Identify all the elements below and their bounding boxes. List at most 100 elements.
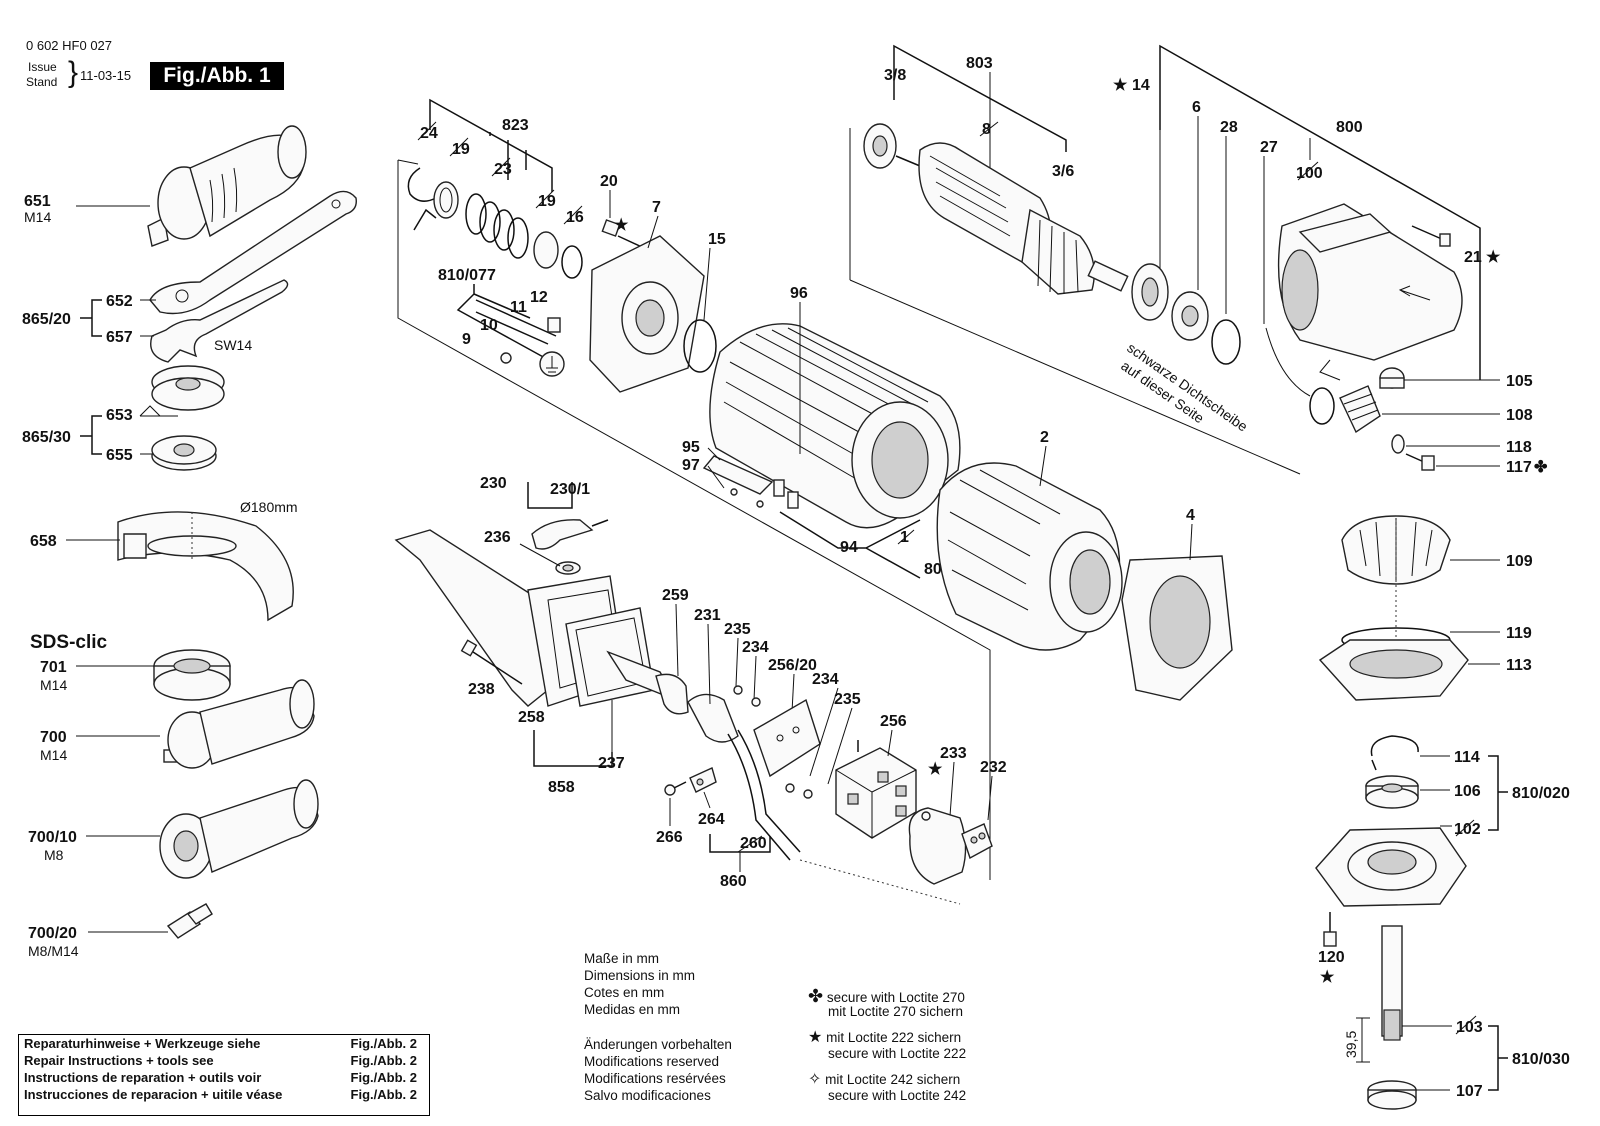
washer-118	[1391, 434, 1405, 454]
label-96: 96	[790, 285, 808, 302]
bracket-94-801	[779, 511, 921, 579]
repair-instructions-box: Reparaturhinweise + Werkzeuge siehe Fig.…	[18, 1034, 430, 1116]
cable-259	[606, 650, 689, 715]
screw-21	[1411, 225, 1451, 247]
leader-236	[519, 543, 561, 567]
label-21: 21	[1464, 249, 1482, 266]
label-858: 858	[548, 779, 575, 796]
label-103: 103	[1456, 1019, 1483, 1036]
club-117: ✤	[1534, 459, 1548, 476]
repair-row: Repair Instructions + tools see Fig./Abb…	[24, 1052, 429, 1069]
label-12: 12	[530, 289, 548, 306]
repair-ref: Fig./Abb. 2	[350, 1036, 417, 1051]
armature-shaft	[895, 142, 1129, 295]
bearing-3-8	[863, 123, 897, 169]
legend-270-2: mit Loctite 270 sichern	[828, 1004, 964, 1019]
label-860: 860	[720, 873, 747, 890]
repair-text: Instructions de reparation + outils voir	[24, 1070, 262, 1085]
vibration-handle-700	[163, 679, 315, 769]
star-21: ★	[1486, 249, 1501, 266]
label-113: 113	[1506, 657, 1532, 674]
cross-8	[979, 121, 999, 137]
leader-2	[1039, 445, 1047, 487]
label-11: 11	[510, 299, 527, 316]
bracket-810-030	[1488, 1025, 1508, 1091]
label-95: 95	[682, 439, 700, 456]
label-10: 10	[480, 317, 498, 334]
label-102: 102	[1454, 821, 1481, 838]
flange-7	[589, 235, 705, 393]
label-107: 107	[1456, 1083, 1483, 1100]
label-810-030: 810/030	[1512, 1051, 1570, 1068]
clamping-nut-653	[151, 365, 225, 411]
gear-housing-800	[1277, 203, 1463, 361]
label-700-10-thread: M8	[44, 847, 64, 863]
label-700-20: 700/20	[28, 925, 77, 942]
chg-line-3: Modifications resérvées	[584, 1071, 726, 1086]
dim-39-5	[1356, 1017, 1370, 1063]
label-39-5: 39,5	[1343, 1031, 1359, 1058]
star-233: ★	[928, 761, 943, 778]
clamp-232	[961, 823, 993, 860]
bearing-105	[1379, 367, 1405, 389]
screw-235b	[785, 783, 813, 799]
label-diameter: Ø180mm	[240, 499, 298, 515]
screw-238	[460, 639, 523, 685]
bracket-865-30	[80, 415, 102, 455]
label-810-077: 810/077	[438, 267, 496, 284]
repair-row: Instrucciones de reparacion + uitile véa…	[24, 1086, 429, 1103]
leader-15	[703, 247, 711, 321]
label-651: 651	[24, 193, 51, 210]
label-823: 823	[502, 117, 529, 134]
bracket-810-077	[456, 284, 557, 365]
label-260: 260	[740, 835, 767, 852]
label-2: 2	[1040, 429, 1049, 446]
leader-232	[987, 775, 993, 821]
label-16: 16	[566, 209, 584, 226]
legend-270-1: secure with Loctite 270	[826, 990, 965, 1005]
label-108: 108	[1506, 407, 1533, 424]
label-120: 120	[1318, 949, 1345, 966]
spindle-103	[1381, 925, 1403, 1041]
repair-ref: Fig./Abb. 2	[350, 1053, 417, 1068]
washer-19	[433, 181, 459, 219]
label-651-thread: M14	[24, 209, 51, 225]
label-800: 800	[1336, 119, 1363, 136]
wrench-657	[150, 279, 289, 363]
repair-row: Instructions de reparation + outils voir…	[24, 1069, 429, 1086]
label-865-30: 865/30	[22, 429, 71, 446]
leader-235b	[827, 707, 853, 785]
suppressor-233	[908, 807, 967, 885]
screw-235a	[733, 685, 761, 707]
bearing-flange	[1315, 827, 1467, 907]
repair-text: Repair Instructions + tools see	[24, 1053, 214, 1068]
cross-100	[1297, 161, 1319, 181]
label-106: 106	[1454, 783, 1481, 800]
nameplate-95	[702, 455, 774, 508]
label-100: 100	[1296, 165, 1323, 182]
label-810-020: 810/020	[1512, 785, 1570, 802]
bracket-810-020	[1488, 755, 1508, 831]
star-120: ★	[1320, 969, 1335, 986]
legend-loctite-270: ✤ secure with Loctite 270	[808, 987, 965, 1006]
label-233: 233	[940, 745, 967, 762]
repair-row: Reparaturhinweise + Werkzeuge siehe Fig.…	[24, 1035, 429, 1052]
leader-95	[707, 447, 721, 461]
bearing-106	[1365, 775, 1419, 809]
leader-259	[675, 603, 679, 677]
legend-242-2: secure with Loctite 242	[828, 1088, 967, 1103]
flange-113	[1318, 639, 1469, 701]
seal-237	[565, 607, 655, 707]
label-700-thread: M14	[40, 747, 67, 763]
leader-256	[887, 729, 893, 757]
bracket-800-group	[1159, 44, 1481, 380]
label-28: 28	[1220, 119, 1238, 136]
cross-103	[1455, 1015, 1477, 1035]
label-7: 7	[652, 199, 661, 216]
legend-loctite-222: ★ mit Loctite 222 sichern	[808, 1030, 961, 1046]
oring-16	[561, 245, 583, 279]
pinion-108	[1339, 385, 1381, 434]
frame-armature-diag	[849, 279, 1301, 475]
dim-line-2: Dimensions in mm	[584, 968, 696, 983]
